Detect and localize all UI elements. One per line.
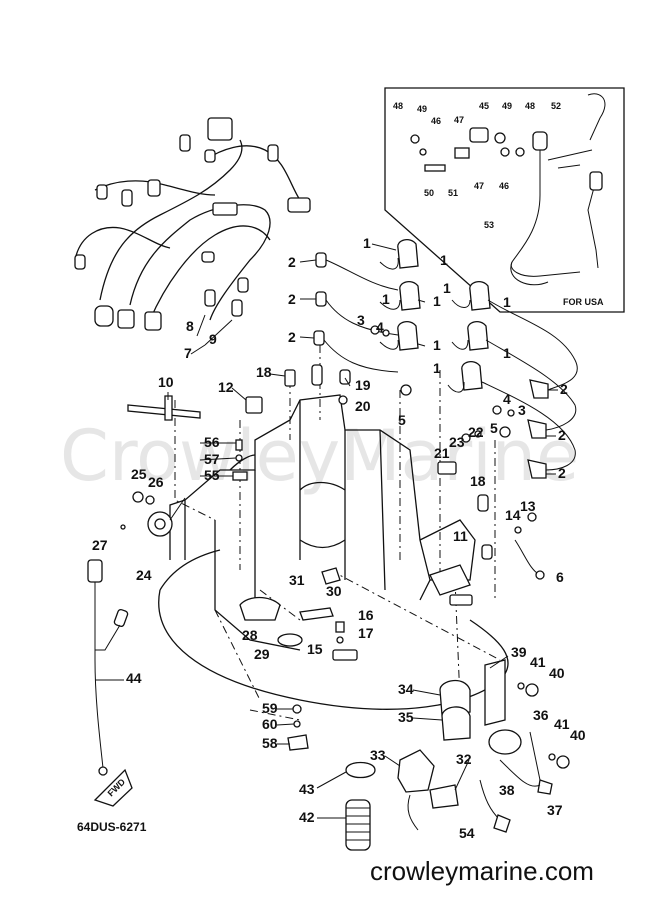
callout-1a: 1 bbox=[363, 235, 371, 251]
callout-32: 32 bbox=[456, 751, 472, 767]
callout-8: 8 bbox=[186, 318, 194, 334]
callout-46b: 46 bbox=[499, 181, 509, 191]
callout-1e: 1 bbox=[503, 294, 511, 310]
callout-1h: 1 bbox=[440, 252, 448, 268]
callout-30: 30 bbox=[326, 583, 342, 599]
callout-1b: 1 bbox=[433, 293, 441, 309]
footer-site: crowleymarine.com bbox=[370, 856, 594, 886]
callout-55: 55 bbox=[204, 467, 220, 483]
callout-18b: 18 bbox=[470, 473, 486, 489]
callout-26: 26 bbox=[148, 474, 164, 490]
callout-27: 27 bbox=[92, 537, 108, 553]
callout-40a: 40 bbox=[549, 665, 565, 681]
callout-4a: 4 bbox=[376, 319, 384, 335]
callout-2a: 2 bbox=[288, 254, 296, 270]
watermark-text: CrowleyMarine bbox=[60, 415, 579, 497]
callout-58: 58 bbox=[262, 735, 278, 751]
callout-13: 13 bbox=[520, 498, 536, 514]
callout-2c: 2 bbox=[288, 329, 296, 345]
callout-42: 42 bbox=[299, 809, 315, 825]
callout-1f: 1 bbox=[503, 345, 511, 361]
callout-46a: 46 bbox=[431, 116, 441, 126]
callout-5b: 5 bbox=[490, 420, 498, 436]
callout-12: 12 bbox=[218, 379, 234, 395]
callout-labels: 1 1 1 1 1 1 1 1 1 2 2 2 2 2 2 3 3 4 4 5 … bbox=[92, 101, 586, 841]
callout-10: 10 bbox=[158, 374, 174, 390]
callout-2d: 2 bbox=[560, 381, 568, 397]
components bbox=[87, 325, 570, 851]
callout-17: 17 bbox=[358, 625, 374, 641]
callout-1i: 1 bbox=[382, 291, 390, 307]
callout-56: 56 bbox=[204, 434, 220, 450]
callout-2b: 2 bbox=[288, 291, 296, 307]
callout-35: 35 bbox=[398, 709, 414, 725]
callout-40b: 40 bbox=[570, 727, 586, 743]
inset-caption: FOR USA bbox=[563, 297, 604, 307]
fwd-arrow: FWD bbox=[93, 768, 133, 807]
callout-20: 20 bbox=[355, 398, 371, 414]
callout-11: 11 bbox=[453, 528, 468, 544]
callout-1d: 1 bbox=[443, 280, 451, 296]
callout-2e: 2 bbox=[558, 427, 566, 443]
callout-41a: 41 bbox=[530, 654, 546, 670]
callout-48a: 48 bbox=[393, 101, 403, 111]
callout-23: 23 bbox=[449, 434, 465, 450]
callout-5a: 5 bbox=[398, 412, 406, 428]
callout-1g: 1 bbox=[433, 360, 441, 376]
callout-36: 36 bbox=[533, 707, 549, 723]
callout-44: 44 bbox=[126, 670, 142, 686]
callout-33: 33 bbox=[370, 747, 386, 763]
callout-25: 25 bbox=[131, 466, 147, 482]
callout-6: 6 bbox=[556, 569, 564, 585]
callout-leaders bbox=[95, 243, 558, 819]
callout-34: 34 bbox=[398, 681, 414, 697]
callout-18a: 18 bbox=[256, 364, 272, 380]
callout-47b: 47 bbox=[474, 181, 484, 191]
inset-usa: FOR USA bbox=[384, 87, 625, 313]
callout-60: 60 bbox=[262, 716, 278, 732]
ignition-coils bbox=[313, 238, 578, 479]
callout-9: 9 bbox=[209, 331, 217, 347]
callout-3b: 3 bbox=[518, 402, 526, 418]
callout-3a: 3 bbox=[357, 312, 365, 328]
callout-54: 54 bbox=[459, 825, 475, 841]
callout-53: 53 bbox=[484, 220, 494, 230]
callout-38: 38 bbox=[499, 782, 515, 798]
callout-47a: 47 bbox=[454, 115, 464, 125]
callout-16: 16 bbox=[358, 607, 374, 623]
callout-7: 7 bbox=[184, 345, 192, 361]
callout-14: 14 bbox=[505, 507, 521, 523]
callout-49b: 49 bbox=[502, 101, 512, 111]
callout-15: 15 bbox=[307, 641, 323, 657]
callout-29: 29 bbox=[254, 646, 270, 662]
callout-19: 19 bbox=[355, 377, 371, 393]
callout-50: 50 bbox=[424, 188, 434, 198]
leader-lines bbox=[174, 345, 501, 721]
callout-41b: 41 bbox=[554, 716, 570, 732]
callout-52: 52 bbox=[551, 101, 561, 111]
callout-49a: 49 bbox=[417, 104, 427, 114]
callout-24: 24 bbox=[136, 567, 152, 583]
wire-harness bbox=[74, 117, 311, 331]
callout-28: 28 bbox=[242, 627, 258, 643]
callout-59: 59 bbox=[262, 700, 278, 716]
callout-48b: 48 bbox=[525, 101, 535, 111]
callout-45: 45 bbox=[479, 101, 489, 111]
drawing-code: 64DUS-6271 bbox=[77, 820, 147, 834]
callout-1c: 1 bbox=[433, 337, 441, 353]
callout-21: 21 bbox=[434, 445, 450, 461]
callout-37: 37 bbox=[547, 802, 563, 818]
callout-4b: 4 bbox=[503, 391, 511, 407]
callout-51: 51 bbox=[448, 188, 458, 198]
callout-39: 39 bbox=[511, 644, 527, 660]
callout-2f: 2 bbox=[558, 465, 566, 481]
callout-43: 43 bbox=[299, 781, 315, 797]
callout-22: 22 bbox=[468, 424, 484, 440]
callout-31: 31 bbox=[289, 572, 305, 588]
